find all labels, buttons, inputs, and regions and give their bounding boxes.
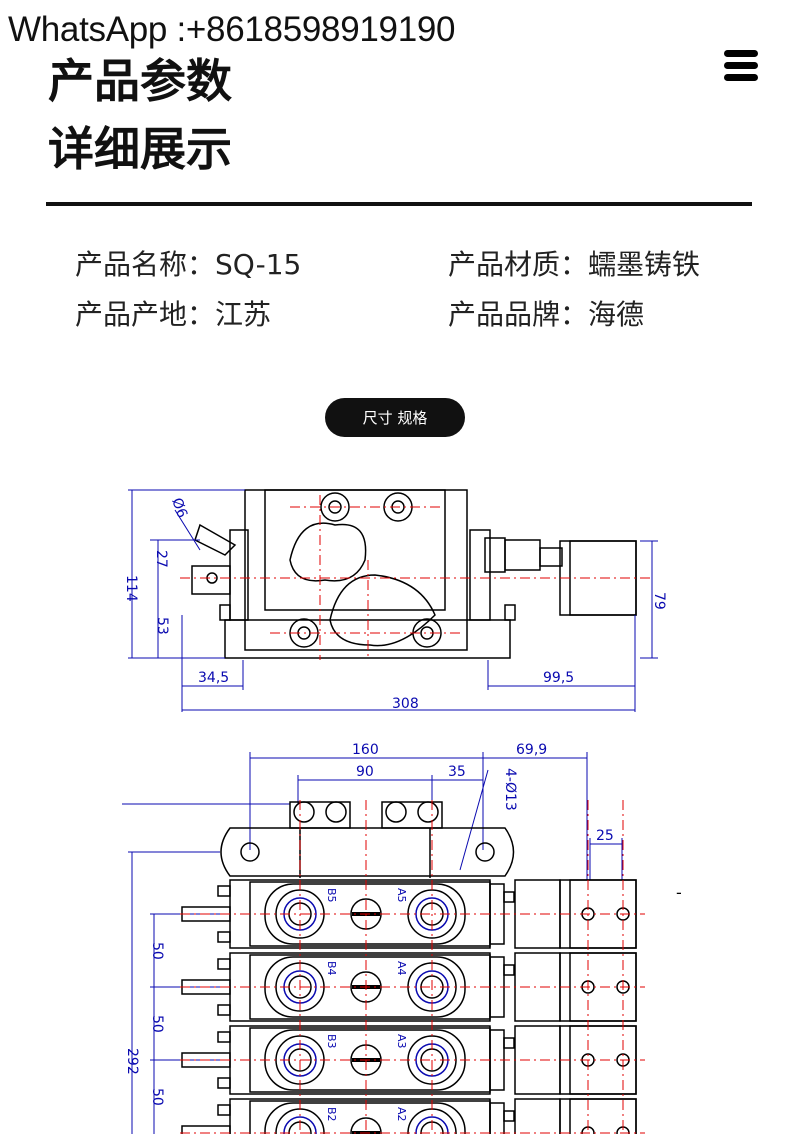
port-label-a: A2 [395,1107,408,1122]
port-label-b: B2 [325,1107,338,1122]
param-value: 海德 [588,298,645,331]
top-view-dim-labels: 160 69,9 90 35 4-Ø13 25 50 50 50 292 [124,742,614,1106]
side-view-dim-labels: Ø6 114 27 53 34,5 99,5 308 79 [123,496,667,712]
param-origin: 产品产地：江苏 [75,293,271,333]
dim-160: 160 [352,742,379,758]
valve-section: B2 A2 [180,1098,645,1134]
param-value: 蠕墨铸铁 [588,248,701,281]
dim-34-5: 34,5 [198,670,229,686]
param-brand: 产品品牌：海德 [448,293,644,333]
side-view-centerlines [180,495,650,660]
param-value: SQ-15 [215,248,302,281]
port-label-a: A3 [395,1034,408,1049]
port-label-a: A5 [395,888,408,903]
param-label: 产品品牌： [448,298,589,331]
page-title-line1: 产品参数 [48,54,232,108]
dim-d6: Ø6 [168,496,190,520]
dim-35: 35 [448,764,466,780]
whatsapp-contact: WhatsApp :+8618598919190 [8,10,456,49]
dim-53: 53 [154,617,170,635]
dim-114: 114 [123,575,139,602]
page-title-line2: 详细展示 [48,122,232,176]
valve-section: B5 A5 [180,879,645,949]
dim-99-5: 99,5 [543,670,574,686]
param-material: 产品材质：蠕墨铸铁 [448,243,700,283]
dimensions-button[interactable]: 尺寸 规格 [325,398,465,437]
dim-308: 308 [392,696,419,712]
title-divider [46,202,752,206]
param-label: 产品名称： [75,248,216,281]
dim-79: 79 [651,592,667,610]
port-label-a: A4 [395,961,408,976]
valve-section: B4 A4 [180,952,645,1022]
param-product-name: 产品名称：SQ-15 [75,243,301,283]
port-label-b: B4 [325,961,338,976]
dim-50-a: 50 [149,942,165,960]
dim-25: 25 [596,828,614,844]
dim-4-d13: 4-Ø13 [502,768,518,811]
param-label: 产品材质： [448,248,589,281]
valve-section: B3 A3 [180,1025,645,1095]
side-view-bolts [206,492,442,648]
stray-dash: - [676,883,682,902]
side-view-dimensions [128,489,658,712]
dim-292: 292 [124,1048,140,1075]
dim-50-b: 50 [149,1015,165,1033]
top-view-dimensions [122,752,623,1134]
dim-69-9: 69,9 [516,742,547,758]
dim-27: 27 [153,550,169,568]
valve-drawing: Ø6 114 27 53 34,5 99,5 308 79 160 69,9 9… [122,489,682,1134]
param-value: 江苏 [215,298,272,331]
port-label-b: B5 [325,888,338,903]
top-view-outline [220,801,515,878]
dim-50-c: 50 [149,1088,165,1106]
param-label: 产品产地： [75,298,216,331]
hamburger-menu-icon[interactable] [724,50,758,82]
dim-90: 90 [356,764,374,780]
port-label-b: B3 [325,1034,338,1049]
